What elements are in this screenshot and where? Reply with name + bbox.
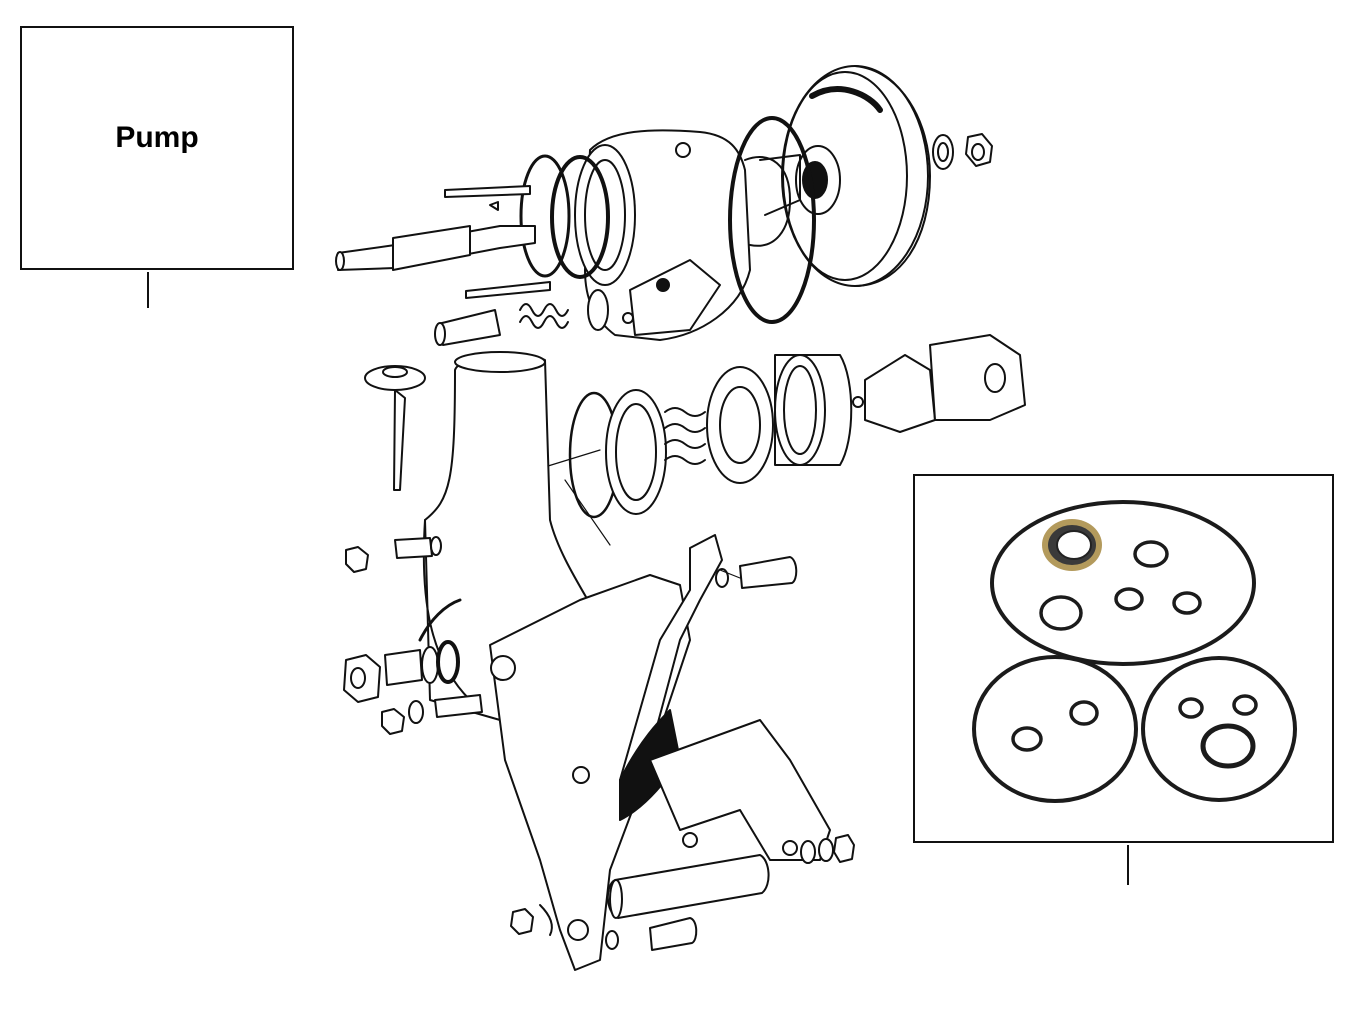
large-o-ring xyxy=(990,500,1256,666)
right-o-ring xyxy=(1141,656,1297,802)
seal-kit-photo xyxy=(972,500,1297,803)
housing-o-ring-rear xyxy=(728,116,816,324)
left-o-ring xyxy=(972,655,1138,803)
fasteners-left xyxy=(343,536,483,735)
fasteners-right xyxy=(510,556,855,951)
pump-leader-line xyxy=(147,272,149,308)
long-bolt-mid xyxy=(489,201,499,211)
mounting-bracket xyxy=(489,534,831,971)
drive-shaft xyxy=(335,225,536,271)
relief-valve xyxy=(434,289,609,346)
pump-housing xyxy=(574,129,801,341)
dipstick xyxy=(364,365,426,491)
spacer-rod xyxy=(606,854,770,919)
seal-kit-box xyxy=(913,474,1334,843)
pump-label-box: Pump xyxy=(20,26,294,270)
rotor-stack xyxy=(568,334,1026,519)
long-bolt-top xyxy=(444,185,531,198)
pulley-nut xyxy=(932,133,993,170)
pump-label: Pump xyxy=(115,121,199,154)
housing-o-ring-front xyxy=(550,155,610,279)
pulley xyxy=(781,65,931,287)
seal-kit-leader-line xyxy=(1127,845,1129,885)
housing-o-ring-seal xyxy=(519,154,571,278)
lip-seal xyxy=(1042,519,1102,571)
long-bolt-bottom xyxy=(465,281,551,299)
